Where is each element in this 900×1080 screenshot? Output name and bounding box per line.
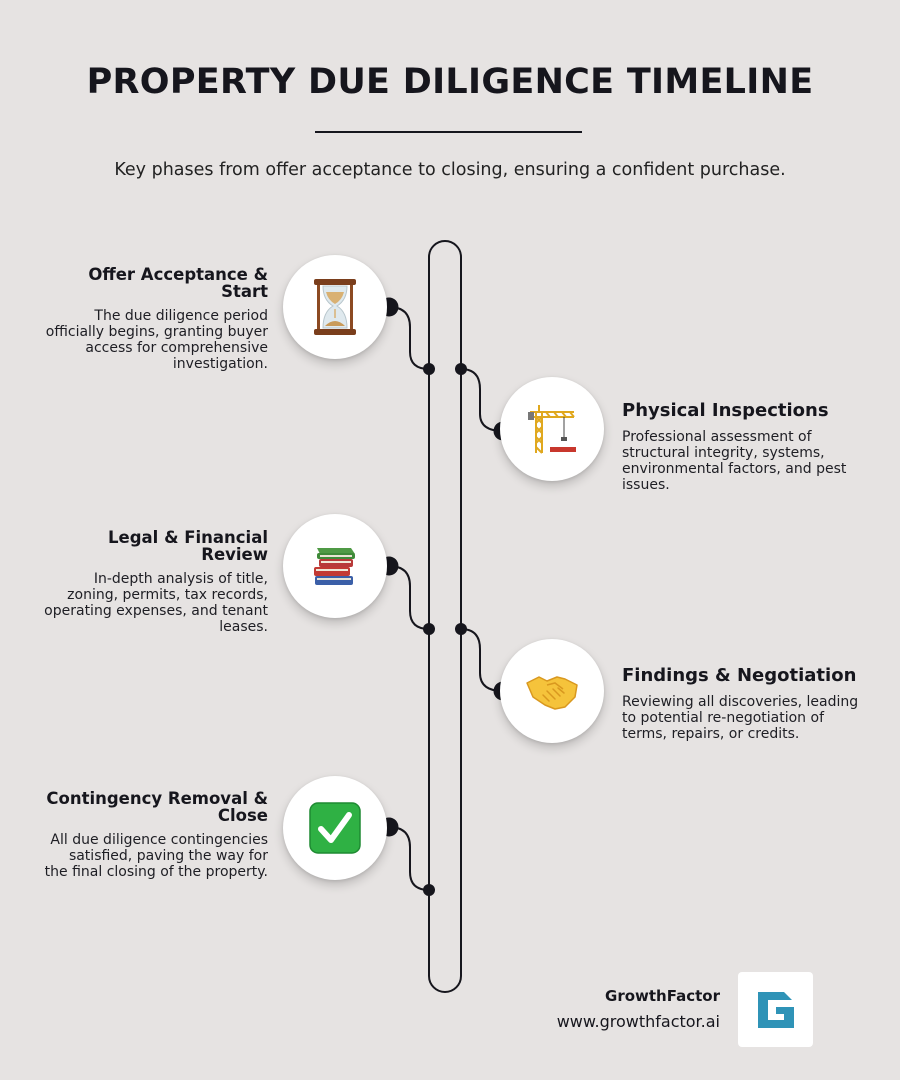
step-1-text: Offer Acceptance & Start The due diligen… bbox=[43, 266, 268, 372]
step-4-title: Findings & Negotiation bbox=[622, 665, 857, 686]
rail-node-step-5 bbox=[423, 884, 435, 896]
check-mark-icon bbox=[309, 802, 361, 854]
step-5-title: Contingency Removal & Close bbox=[46, 789, 268, 825]
step-5-text: Contingency Removal & Close All due dili… bbox=[43, 790, 268, 880]
connector-step-5 bbox=[388, 826, 430, 891]
timeline-rail bbox=[428, 240, 462, 993]
step-4-text: Findings & Negotiation Reviewing all dis… bbox=[622, 666, 862, 742]
step-1-icon-circle bbox=[283, 255, 387, 359]
step-2-icon-circle bbox=[500, 377, 604, 481]
step-2-text: Physical Inspections Professional assess… bbox=[622, 401, 862, 493]
hourglass-icon bbox=[314, 279, 356, 335]
brand-url[interactable]: www.growthfactor.ai bbox=[556, 1012, 720, 1031]
rail-node-step-3 bbox=[423, 623, 435, 635]
brand-name: GrowthFactor bbox=[605, 987, 720, 1005]
handshake-icon bbox=[526, 676, 578, 710]
rail-node-step-2 bbox=[455, 363, 467, 375]
page-subtitle: Key phases from offer acceptance to clos… bbox=[114, 160, 786, 180]
step-3-description: In-depth analysis of title, zoning, perm… bbox=[44, 571, 268, 635]
growthfactor-logo-icon bbox=[757, 991, 794, 1028]
books-icon bbox=[314, 548, 355, 585]
step-3-text: Legal & Financial Review In-depth analys… bbox=[43, 529, 268, 635]
connector-step-4 bbox=[460, 628, 504, 692]
construction-crane-icon bbox=[528, 405, 576, 454]
step-1-description: The due diligence period officially begi… bbox=[45, 308, 268, 372]
connector-step-1 bbox=[388, 306, 430, 370]
step-4-description: Reviewing all discoveries, leading to po… bbox=[622, 694, 859, 742]
connector-step-2 bbox=[460, 368, 504, 432]
step-1-title: Offer Acceptance & Start bbox=[88, 265, 268, 301]
brand-logo bbox=[738, 972, 813, 1047]
step-5-icon-circle bbox=[283, 776, 387, 880]
step-3-icon-circle bbox=[283, 514, 387, 618]
step-4-icon-circle bbox=[500, 639, 604, 743]
rail-node-step-4 bbox=[455, 623, 467, 635]
step-3-title: Legal & Financial Review bbox=[108, 528, 268, 564]
page-title: PROPERTY DUE DILIGENCE TIMELINE bbox=[86, 62, 814, 102]
connector-step-3 bbox=[388, 565, 430, 630]
rail-node-step-1 bbox=[423, 363, 435, 375]
title-divider bbox=[315, 131, 582, 133]
step-2-title: Physical Inspections bbox=[622, 400, 829, 421]
step-2-description: Professional assessment of structural in… bbox=[622, 429, 847, 493]
step-5-description: All due diligence contingencies satisfie… bbox=[44, 832, 268, 880]
